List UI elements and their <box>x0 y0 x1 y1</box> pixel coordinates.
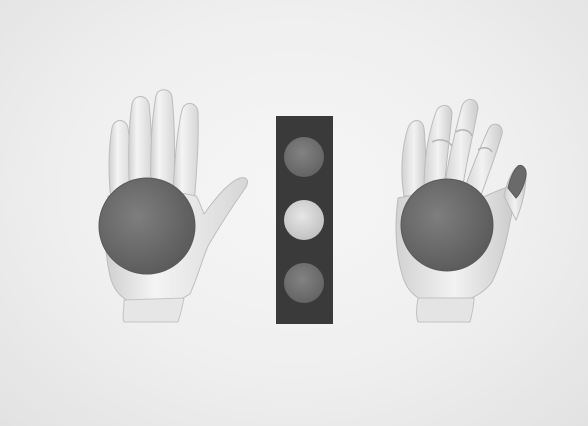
right-hand <box>396 99 526 322</box>
indicator-light-top <box>284 137 324 177</box>
left-hand-palm-disc <box>99 178 195 274</box>
right-hand-little-finger <box>402 121 426 197</box>
left-hand-wrist <box>123 298 184 322</box>
indicator-light-bottom <box>284 263 324 303</box>
right-hand-wrist <box>417 298 475 322</box>
indicator-panel <box>276 116 333 324</box>
right-hand-palm-disc <box>401 179 493 271</box>
left-hand <box>99 90 247 322</box>
indicator-light-middle <box>284 200 324 240</box>
